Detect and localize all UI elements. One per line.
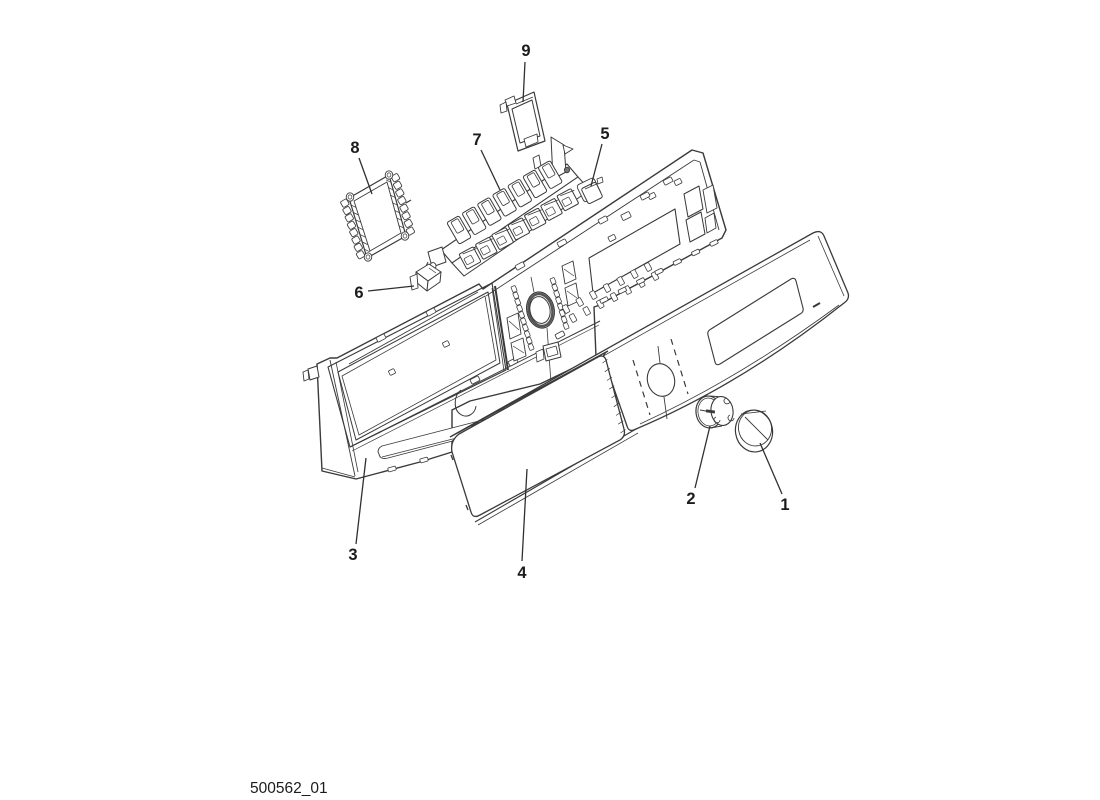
svg-text:9: 9 (521, 42, 530, 60)
svg-text:8: 8 (350, 139, 359, 157)
svg-text:7: 7 (472, 131, 481, 149)
svg-text:1: 1 (780, 496, 789, 514)
svg-text:2: 2 (686, 490, 695, 508)
svg-text:3: 3 (348, 546, 357, 564)
svg-text:500562_01: 500562_01 (250, 780, 328, 797)
svg-text:5: 5 (600, 125, 609, 143)
svg-text:6: 6 (354, 284, 363, 302)
svg-text:4: 4 (517, 564, 527, 582)
